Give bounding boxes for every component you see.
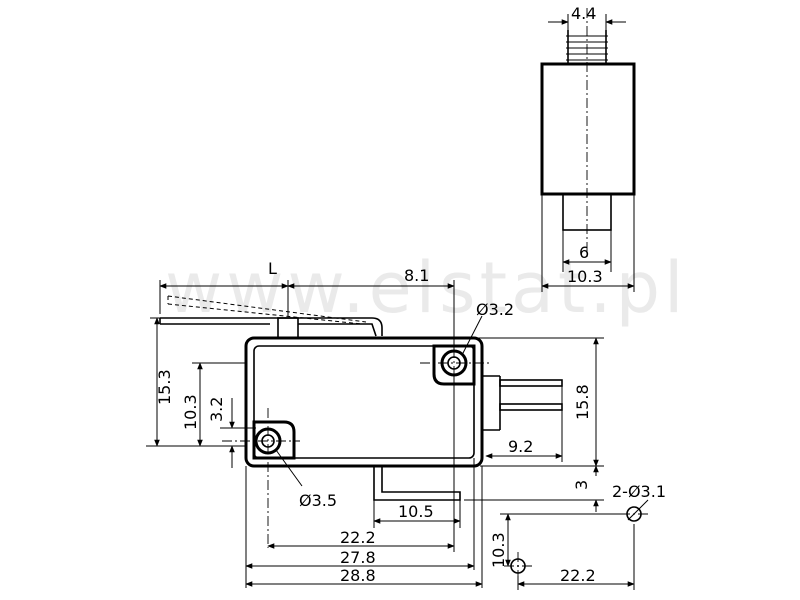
dim-height-low: 3.2 [207,397,226,422]
switch-body-inner [253,345,475,459]
plunger-top [566,30,608,64]
lever-arm [159,295,383,337]
dim-height-right: 15.8 [573,384,592,420]
dim-top-stem: 6 [579,243,589,262]
pcb-hole-pattern: 10.3 22.2 2-Ø3.1 [489,482,666,590]
dim-height-total: 15.3 [155,369,174,405]
dim-mount-hole-bottom: Ø3.5 [299,491,337,510]
top-view-stem [562,193,612,231]
dim-pcb-holes: 2-Ø3.1 [612,482,666,501]
dim-terminal-len: 9.2 [508,437,533,456]
terminals-right [482,375,563,431]
dim-top-width: 4.4 [571,4,596,23]
dim-pcb-horizontal: 22.2 [560,566,596,585]
dim-hole-spacing: 22.2 [340,528,376,547]
top-view: 4.4 6 10.3 [540,4,636,292]
top-view-body [540,62,636,196]
terminal-bottom [373,466,461,501]
dim-pcb-vertical: 10.3 [489,532,508,568]
dim-lever-offset: 8.1 [404,266,429,285]
watermark: www.elstat.pl [165,247,687,329]
dim-body-inner: 27.8 [340,548,376,567]
dim-lever-length: L [268,259,277,278]
dim-body-outer: 28.8 [340,566,376,585]
front-view [159,295,563,548]
dim-terminal-gap: 3 [572,480,591,490]
switch-body-outer [244,336,484,468]
dim-terminal-width: 10.5 [398,502,434,521]
dim-mount-hole-top: Ø3.2 [476,300,514,319]
dim-top-body: 10.3 [567,267,603,286]
dim-height-holes: 10.3 [181,394,200,430]
